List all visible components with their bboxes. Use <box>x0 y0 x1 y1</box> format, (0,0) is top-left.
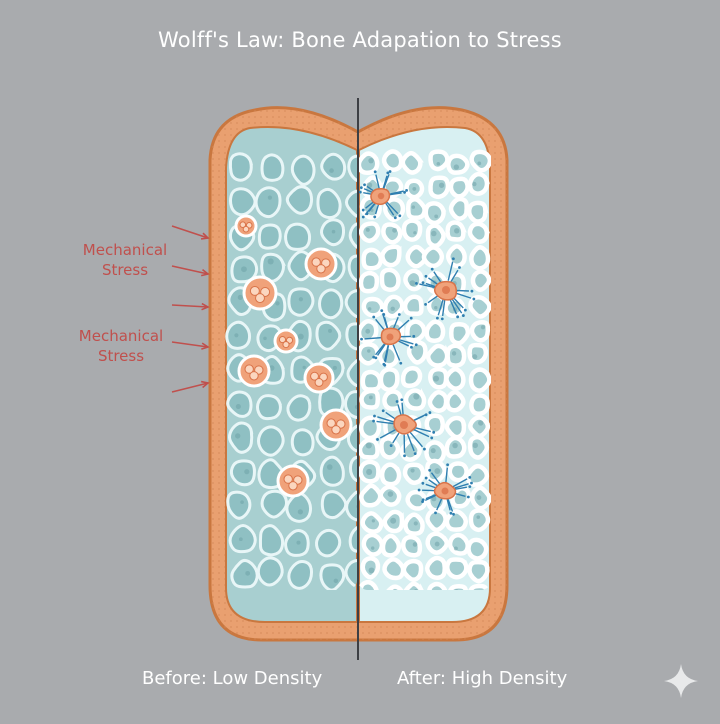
caption-before: Before: Low Density <box>142 668 322 689</box>
stress-label-1: Mechanical Stress <box>60 240 190 280</box>
stress-label-2: Mechanical Stress <box>56 326 186 366</box>
caption-after: After: High Density <box>397 668 567 689</box>
diagram-title: Wolff's Law: Bone Adapation to Stress <box>0 28 720 52</box>
sparkle-icon <box>662 662 700 700</box>
